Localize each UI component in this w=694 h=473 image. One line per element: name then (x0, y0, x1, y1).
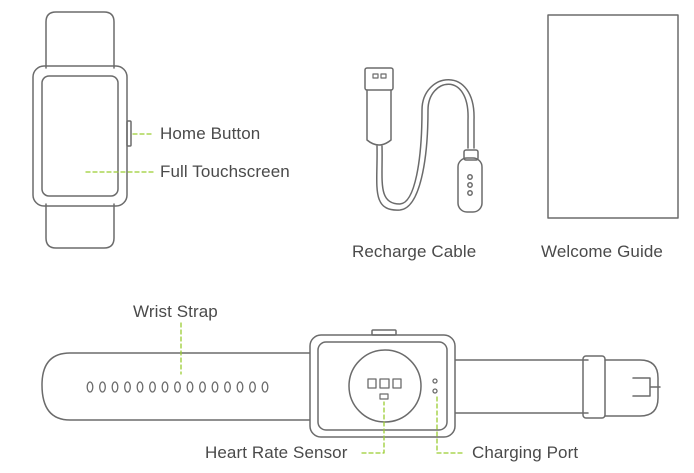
magnetic-charger-head (457, 157, 483, 213)
back-button-bump (371, 329, 397, 336)
charger-collar (463, 149, 479, 161)
strap-holes (86, 381, 269, 393)
usb-plug-tip (364, 67, 394, 91)
sensor-led-center (379, 378, 390, 389)
recharge-cable-label: Recharge Cable (352, 242, 477, 261)
charging-port-pin-2 (432, 388, 438, 394)
usb-connector-body (366, 89, 392, 146)
leader-charging-port (436, 396, 463, 454)
smartwatch-back (41, 329, 661, 438)
full-touchscreen-label: Full Touchscreen (160, 162, 290, 181)
welcome-guide-booklet (547, 14, 679, 219)
sensor-led-left (367, 378, 377, 389)
charger-pin-3 (467, 190, 473, 196)
watch-back-inner (317, 341, 448, 431)
strap-keeper (582, 355, 606, 419)
home-button-label: Home Button (160, 124, 261, 143)
charger-pin-2 (467, 182, 473, 188)
leader-heart-rate-sensor (361, 401, 385, 454)
usb-pin-right (380, 73, 387, 79)
touchscreen (41, 75, 119, 197)
strap-left (41, 352, 319, 421)
sensor-ring (348, 349, 422, 423)
heart-rate-sensor-label: Heart Rate Sensor (205, 443, 348, 462)
buckle-frame (604, 359, 659, 417)
cable-wire-b (381, 79, 475, 205)
home-button (126, 120, 132, 147)
usb-pin-left (372, 73, 379, 79)
wrist-strap-label: Wrist Strap (133, 302, 218, 321)
buckle-tongue (632, 377, 661, 397)
smartwatch-front (32, 11, 132, 249)
cable-wire-a (375, 83, 469, 211)
charging-port-pin-1 (432, 378, 438, 384)
charging-port-label: Charging Port (472, 443, 579, 462)
watch-case (32, 65, 128, 207)
recharge-cable (364, 67, 483, 213)
top-strap (45, 11, 115, 69)
charger-pin-1 (467, 174, 473, 180)
sensor-small (379, 393, 389, 400)
bottom-strap (45, 203, 115, 249)
welcome-guide-label: Welcome Guide (541, 242, 663, 261)
leader-lines (85, 133, 463, 454)
sensor-led-right (392, 378, 402, 389)
